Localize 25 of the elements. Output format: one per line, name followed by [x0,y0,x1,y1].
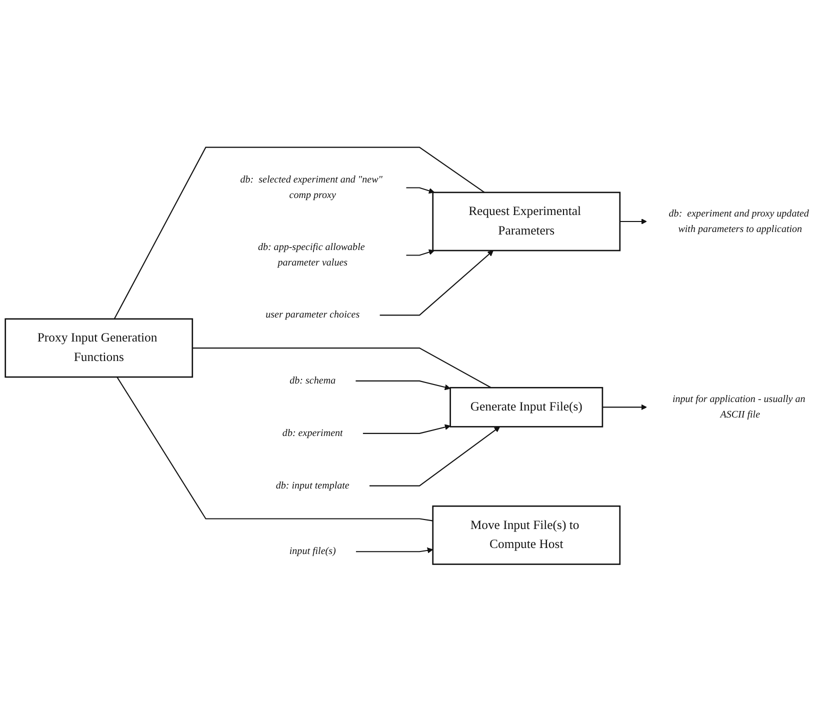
node-text: db: schema [290,376,336,386]
connector [192,348,492,388]
arrow [406,250,435,256]
node-box: Proxy Input Generation Functions [4,318,194,378]
node-text: db: app-specific allowable parameter values [258,242,365,268]
node-text: db: experiment and proxy updated with parameters to application [668,208,809,234]
node-text: user parameter choices [266,310,360,321]
arrow [356,548,434,554]
arrow [380,250,494,316]
arrow [362,424,451,434]
node-text: input for application - usually an ASCII file [672,394,806,420]
node-text: input file(s) [289,546,336,558]
connector [114,147,485,320]
arrow [356,380,451,390]
node-box: Request Experimental Parameters [432,192,621,252]
node-text: db: selected experiment and "new" comp proxy [240,174,382,201]
node-text: db: experiment [282,428,343,439]
arrow [620,218,647,225]
arrow [602,404,647,410]
node-text: db: input template [276,480,350,492]
node-box: Generate Input File(s) [450,387,604,428]
node-box: Move Input File(s) to Compute Host [432,506,621,566]
arrow [406,187,435,194]
connector [116,377,433,522]
arrow [369,426,500,487]
